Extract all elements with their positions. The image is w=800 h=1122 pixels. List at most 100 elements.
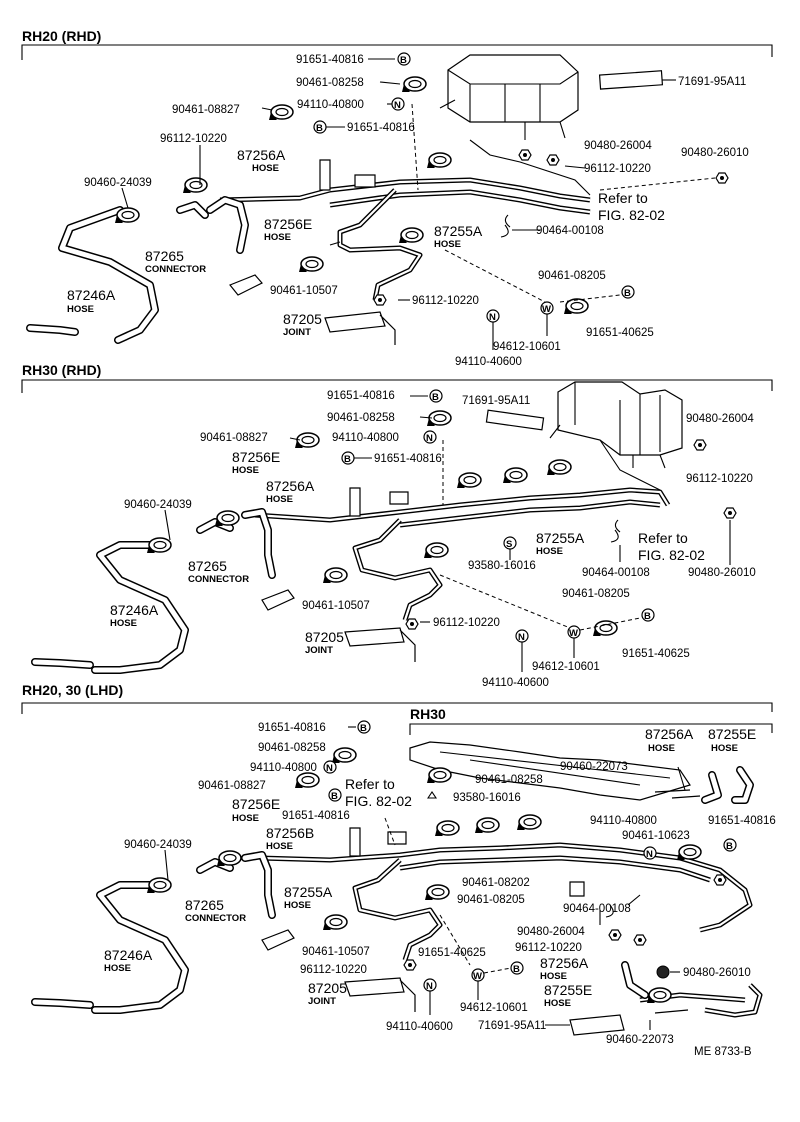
svg-text:90464-00108: 90464-00108 <box>536 225 604 237</box>
svg-text:B: B <box>624 288 631 299</box>
svg-text:87256E: 87256E <box>232 449 280 465</box>
joint-87205 <box>344 627 416 662</box>
svg-text:FIG. 82-02: FIG. 82-02 <box>345 793 412 809</box>
svg-text:S: S <box>506 539 512 550</box>
svg-text:B: B <box>726 841 733 852</box>
svg-text:87255E: 87255E <box>708 726 756 742</box>
clip-icon <box>500 214 511 238</box>
svg-text:HOSE: HOSE <box>232 465 259 476</box>
rh30-tray <box>409 741 691 801</box>
svg-text:90464-00108: 90464-00108 <box>582 567 650 579</box>
svg-text:96112-10220: 96112-10220 <box>686 473 753 485</box>
svg-text:HOSE: HOSE <box>536 546 563 557</box>
svg-text:87246A: 87246A <box>67 287 116 303</box>
svg-text:87255A: 87255A <box>434 223 483 239</box>
svg-text:N: N <box>426 981 433 992</box>
svg-text:87265: 87265 <box>188 558 227 574</box>
svg-text:90461-08258: 90461-08258 <box>327 412 395 424</box>
svg-text:90461-08258: 90461-08258 <box>258 742 326 754</box>
svg-text:N: N <box>394 100 401 111</box>
svg-text:W: W <box>569 628 578 639</box>
svg-text:JOINT: JOINT <box>283 327 311 338</box>
svg-text:93580-16016: 93580-16016 <box>453 792 521 804</box>
svg-text:87205: 87205 <box>283 311 322 327</box>
subsection-title: RH30 <box>410 706 446 722</box>
svg-text:96112-10220: 96112-10220 <box>515 942 582 954</box>
clamp-icon <box>268 104 294 121</box>
svg-text:90461-10507: 90461-10507 <box>302 946 370 958</box>
svg-text:94612-10601: 94612-10601 <box>493 341 561 353</box>
svg-text:HOSE: HOSE <box>434 239 461 250</box>
joint-87205 <box>344 977 416 1012</box>
svg-text:90480-26010: 90480-26010 <box>688 567 756 579</box>
svg-text:CONNECTOR: CONNECTOR <box>188 574 249 585</box>
svg-text:HOSE: HOSE <box>264 232 291 243</box>
svg-text:B: B <box>344 454 351 465</box>
svg-text:N: N <box>326 763 333 774</box>
svg-text:90480-26004: 90480-26004 <box>686 413 754 425</box>
figure-code: ME 8733-B <box>694 1046 752 1058</box>
svg-text:Refer to: Refer to <box>598 190 648 206</box>
svg-text:71691-95A11: 71691-95A11 <box>478 1020 546 1032</box>
svg-text:90460-24039: 90460-24039 <box>84 177 152 189</box>
connector-87265 <box>261 929 295 951</box>
svg-text:HOSE: HOSE <box>232 813 259 824</box>
svg-text:96112-10220: 96112-10220 <box>300 964 367 976</box>
svg-text:94110-40600: 94110-40600 <box>482 677 549 689</box>
svg-text:JOINT: JOINT <box>308 996 336 1007</box>
svg-text:90460-22073: 90460-22073 <box>606 1034 674 1046</box>
charcoal-canister <box>439 54 579 140</box>
svg-text:94110-40800: 94110-40800 <box>590 815 657 827</box>
svg-text:N: N <box>426 433 433 444</box>
svg-text:91651-40625: 91651-40625 <box>622 648 690 660</box>
grommet-icon <box>518 149 532 161</box>
svg-text:94612-10601: 94612-10601 <box>532 661 600 673</box>
svg-text:87265: 87265 <box>185 897 224 913</box>
svg-text:N: N <box>489 312 496 323</box>
section-rh20-30-lhd: RH20, 30 (LHD) RH30 <box>21 682 776 1058</box>
svg-text:87256B: 87256B <box>266 825 314 841</box>
svg-text:87255E: 87255E <box>544 982 592 998</box>
grommet-icon <box>656 965 670 979</box>
svg-text:90460-24039: 90460-24039 <box>124 499 192 511</box>
section-bracket <box>21 44 773 60</box>
svg-text:B: B <box>360 723 367 734</box>
section-rh20-rhd: RH20 (RHD) <box>21 28 773 368</box>
svg-text:B: B <box>400 55 407 66</box>
svg-text:JOINT: JOINT <box>305 645 333 656</box>
svg-text:HOSE: HOSE <box>266 841 293 852</box>
svg-text:87205: 87205 <box>308 980 347 996</box>
svg-text:87256A: 87256A <box>237 147 286 163</box>
svg-text:N: N <box>646 849 653 860</box>
svg-text:90480-26010: 90480-26010 <box>683 967 751 979</box>
svg-text:90460-24039: 90460-24039 <box>124 839 192 851</box>
svg-text:91651-40816: 91651-40816 <box>258 722 326 734</box>
svg-text:90461-08205: 90461-08205 <box>538 270 606 282</box>
svg-text:87256A: 87256A <box>645 726 694 742</box>
svg-text:94110-40600: 94110-40600 <box>455 356 522 368</box>
connector-87265 <box>261 589 295 611</box>
svg-text:94110-40800: 94110-40800 <box>332 432 399 444</box>
bracket-plate <box>485 409 545 431</box>
section-title: RH20, 30 (LHD) <box>22 682 123 698</box>
svg-text:90461-08205: 90461-08205 <box>562 588 630 600</box>
marker-b-icon <box>397 52 411 66</box>
svg-text:87265: 87265 <box>145 248 184 264</box>
svg-text:87255A: 87255A <box>284 884 333 900</box>
svg-text:96112-10220: 96112-10220 <box>584 163 651 175</box>
svg-text:HOSE: HOSE <box>104 963 131 974</box>
svg-text:Refer to: Refer to <box>638 530 688 546</box>
svg-text:HOSE: HOSE <box>544 998 571 1009</box>
svg-text:94612-10601: 94612-10601 <box>460 1002 528 1014</box>
svg-text:91651-40816: 91651-40816 <box>374 453 442 465</box>
svg-text:94110-40800: 94110-40800 <box>297 99 364 111</box>
svg-text:W: W <box>542 304 551 315</box>
svg-text:96112-10220: 96112-10220 <box>160 133 227 145</box>
section-rh30-rhd: RH30 (RHD) <box>21 362 773 689</box>
section-title: RH30 (RHD) <box>22 362 101 378</box>
svg-text:90461-10507: 90461-10507 <box>270 285 338 297</box>
svg-text:87256A: 87256A <box>540 955 589 971</box>
svg-text:N: N <box>518 632 525 643</box>
svg-text:87256E: 87256E <box>232 796 280 812</box>
svg-text:87256A: 87256A <box>266 478 315 494</box>
